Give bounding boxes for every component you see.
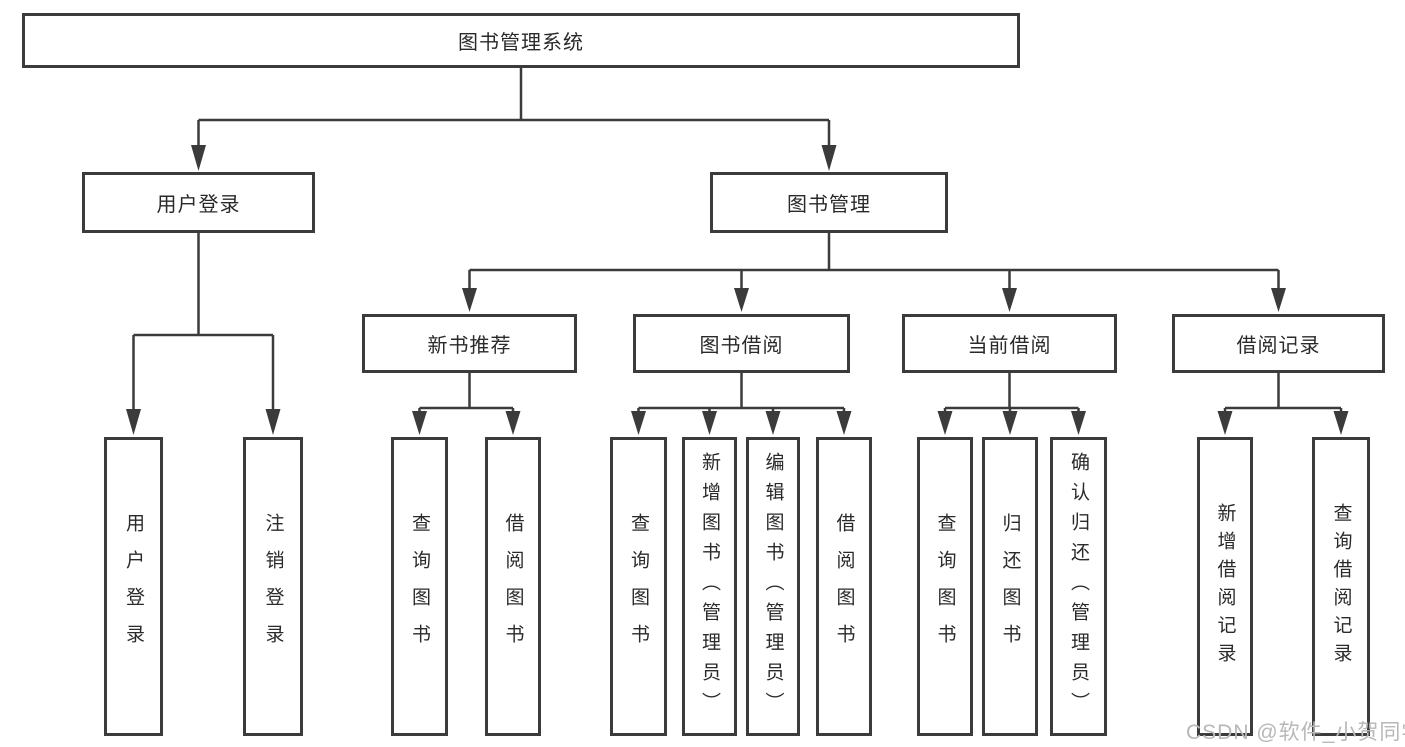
leaf-logout: 注销登录 <box>243 437 303 736</box>
connector-current-borrow-children <box>943 372 1080 413</box>
node-borrow-records: 借阅记录 <box>1172 314 1385 373</box>
node-user-login: 用户登录 <box>82 172 315 233</box>
connector-book-borrow-children <box>637 372 846 413</box>
node-new-book-recommend: 新书推荐 <box>362 314 577 373</box>
connector-book-mgmt-sections <box>468 233 1280 290</box>
leaf-edit-book-admin: 编辑图书（管理员） <box>746 437 800 736</box>
node-current-borrow: 当前借阅 <box>902 314 1117 373</box>
watermark-text: CSDN @软件_小贺同学 <box>1186 721 1405 744</box>
leaf-borrow-book: 借阅图书 <box>816 437 872 736</box>
leaf-confirm-return-admin: 确认归还（管理员） <box>1050 437 1107 736</box>
leaf-query-book-borrow: 查询图书 <box>610 437 667 736</box>
leaf-add-borrow-record: 新增借阅记录 <box>1197 437 1253 736</box>
leaf-add-book-admin: 新增图书（管理员） <box>682 437 737 736</box>
leaf-borrow-book-recommend: 借阅图书 <box>485 437 541 736</box>
connector-borrow-record-children <box>1223 372 1343 413</box>
node-library-system: 图书管理系统 <box>22 13 1020 68</box>
node-book-borrow: 图书借阅 <box>633 314 850 373</box>
connector-user-login-children <box>132 233 275 412</box>
leaf-query-book-recommend: 查询图书 <box>391 437 448 736</box>
arrowheads <box>126 145 1349 435</box>
connector-new-book-children <box>418 372 515 413</box>
connector-root-to-level2 <box>197 68 831 148</box>
leaf-query-borrow-record: 查询借阅记录 <box>1312 437 1370 736</box>
node-book-management: 图书管理 <box>710 172 948 233</box>
leaf-return-book: 归还图书 <box>982 437 1038 736</box>
leaf-user-login: 用户登录 <box>104 437 163 736</box>
leaf-query-book-current: 查询图书 <box>917 437 973 736</box>
